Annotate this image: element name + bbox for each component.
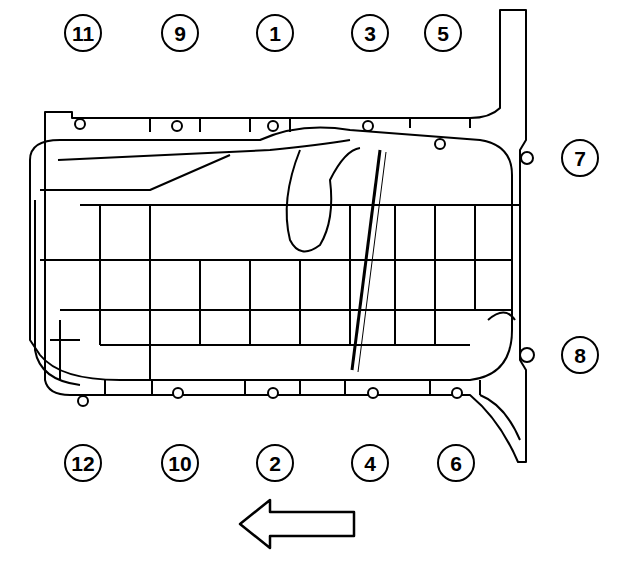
callout-number: 1 [256,14,294,52]
callout-number: 12 [64,444,102,482]
callout-number: 9 [161,14,199,52]
callout-number: 8 [561,336,599,374]
callout-number: 6 [437,444,475,482]
callout-number: 2 [256,444,294,482]
callout-number: 10 [161,444,199,482]
callout-number: 3 [351,14,389,52]
callout-number: 4 [351,444,389,482]
callout-number: 5 [424,14,462,52]
callout-number: 11 [64,14,102,52]
callout-number: 7 [561,139,599,177]
